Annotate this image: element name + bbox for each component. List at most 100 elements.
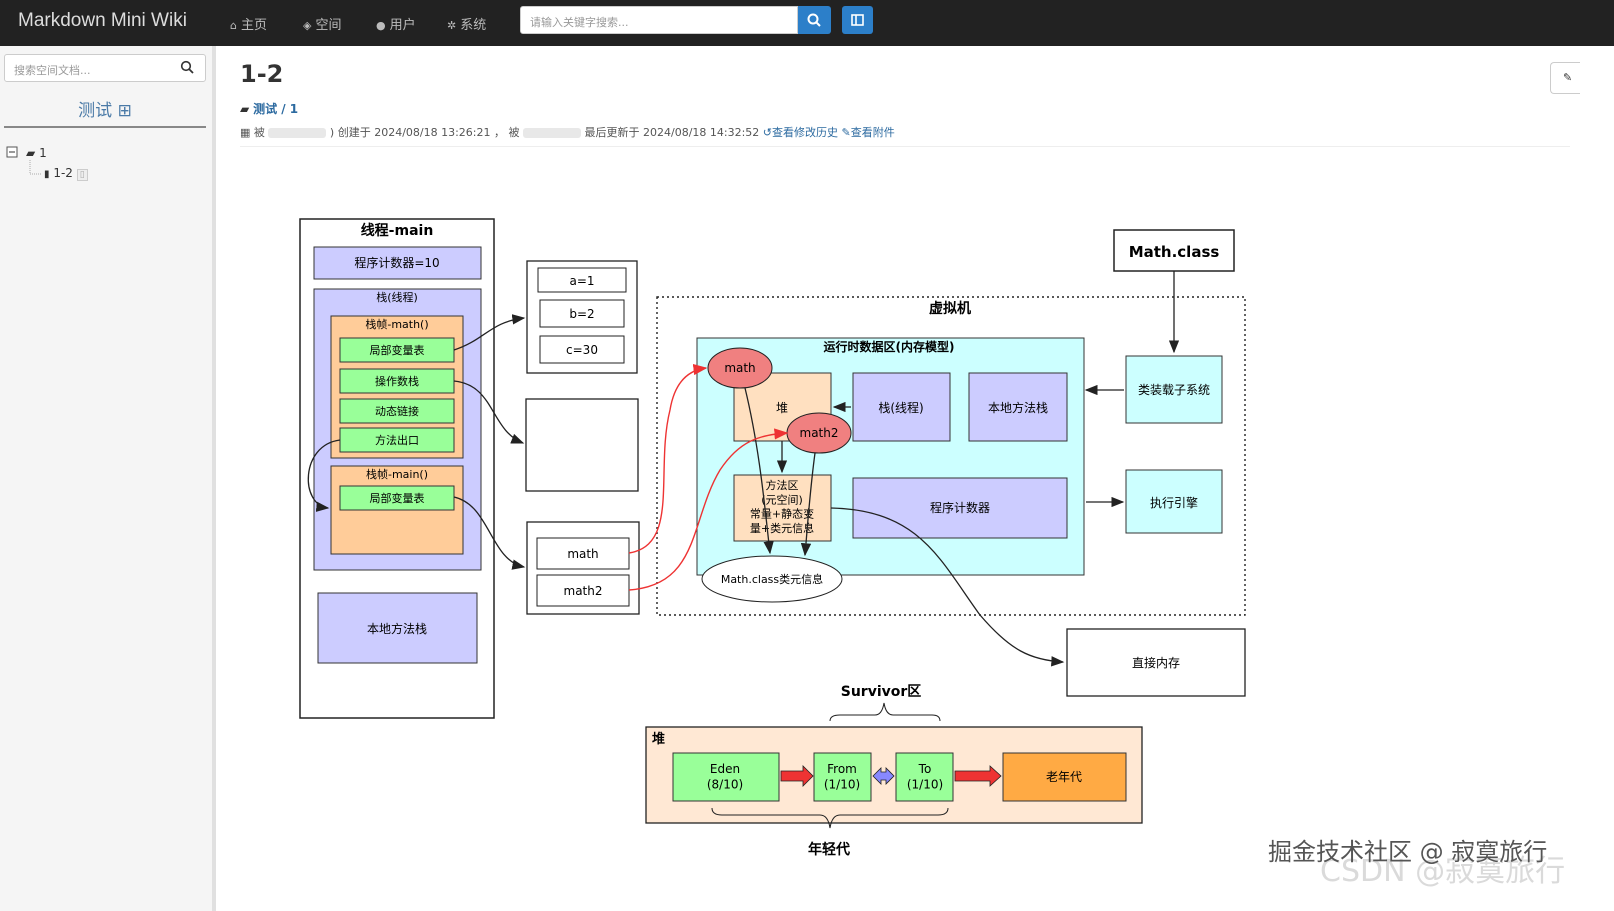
folder-icon: ▰ — [240, 102, 250, 116]
pc-box — [313, 246, 482, 280]
search-icon[interactable] — [180, 60, 194, 74]
to-box — [895, 752, 954, 802]
to-label: To(1/10) — [907, 762, 943, 792]
page-title: 1-2 — [240, 60, 284, 88]
user-icon: ● — [376, 19, 386, 32]
vm-box — [656, 296, 1246, 616]
search-button[interactable] — [798, 6, 831, 34]
operand-stack-label: 操作数栈 — [375, 374, 419, 388]
tree-node-1[interactable]: ▰ 1 — [26, 146, 47, 160]
var-a-box — [537, 267, 627, 293]
arrow-math2-to-meta — [800, 452, 816, 557]
dynamic-link-label: 动态链接 — [375, 404, 419, 418]
stack-thread-box — [852, 372, 951, 442]
native-stack-box — [968, 372, 1068, 442]
file-icon: ▮ — [44, 169, 50, 180]
attachment-link[interactable]: ✎查看附件 — [842, 126, 895, 139]
toggle-view-button[interactable] — [842, 6, 873, 34]
arrow-ref-math2 — [628, 428, 789, 591]
edit-button[interactable]: ✎ — [1550, 62, 1580, 94]
main-content: 1-2 ▰ 测试 / 1 ▦ 被 ) 创建于 2024/08/18 13:26:… — [240, 46, 1614, 911]
tree-node-label: 1 — [39, 146, 47, 160]
heap-label: 堆 — [776, 401, 788, 415]
space-title-label: 测试 — [78, 101, 113, 121]
direct-mem-label: 直接内存 — [1132, 655, 1180, 670]
attachment-link-label: 查看附件 — [850, 126, 895, 139]
doc-meta: ▦ 被 ) 创建于 2024/08/18 13:26:21 ， 被 最后更新于 … — [240, 126, 895, 139]
tree-node-1-2[interactable]: ▮ 1-2 ▯ — [44, 166, 88, 181]
app-brand[interactable]: Markdown Mini Wiki — [18, 10, 187, 31]
tree-lines — [6, 146, 42, 175]
nav-system[interactable]: ✲系统 — [447, 14, 486, 33]
history-link[interactable]: ↺查看修改历史 — [763, 126, 838, 139]
direct-mem-box — [1066, 628, 1246, 697]
cube-icon: ◈ — [303, 19, 312, 32]
gear-icon: ✲ — [447, 19, 457, 32]
history-link-label: 查看修改历史 — [772, 126, 839, 139]
breadcrumb[interactable]: ▰ 测试 / 1 — [240, 100, 298, 117]
stack-label: 栈(线程) — [376, 290, 418, 304]
eden-label: Eden(8/10) — [707, 762, 743, 792]
math-class-label: Math.class — [1129, 243, 1220, 261]
add-doc-icon[interactable]: ⊞ — [117, 101, 132, 121]
class-meta-ellipse — [701, 555, 843, 603]
nav-users[interactable]: ●用户 — [376, 14, 416, 33]
nav-users-label: 用户 — [389, 18, 416, 33]
paperclip-icon: ✎ — [841, 126, 851, 139]
var-c-label: c=30 — [566, 343, 598, 357]
class-meta-label: Math.class类元信息 — [721, 572, 823, 586]
frame-math-label: 栈帧-math() — [365, 317, 428, 331]
method-exit-box — [339, 427, 455, 453]
meta-created: 创建于 2024/08/18 13:26:21 ， — [337, 126, 505, 139]
local-vars-main-box — [339, 485, 455, 511]
trash-icon[interactable]: ▯ — [76, 169, 88, 181]
classloader-box — [1125, 355, 1223, 424]
young-brace — [711, 807, 949, 829]
editor-avatar — [523, 128, 581, 138]
dynamic-link-box — [339, 398, 455, 424]
pc2-box — [852, 477, 1068, 539]
top-navbar: Markdown Mini Wiki ⌂主页 ◈空间 ●用户 ✲系统 请输入关键… — [0, 0, 1614, 46]
meta-updated: 最后更新于 2024/08/18 14:32:52 — [584, 126, 760, 139]
nav-space[interactable]: ◈空间 — [303, 14, 341, 33]
columns-icon — [851, 14, 864, 26]
ref-math2-box — [536, 574, 630, 607]
local-vars-box — [339, 337, 455, 363]
old-gen-label: 老年代 — [1046, 770, 1082, 784]
native-stack-label: 本地方法栈 — [988, 400, 1048, 415]
obj-math-label: math — [724, 361, 755, 375]
frame-main-label: 栈帧-main() — [366, 467, 428, 481]
divider — [240, 146, 1570, 147]
author-avatar — [268, 128, 327, 138]
var-b-box — [539, 299, 625, 328]
from-label: From(1/10) — [824, 762, 860, 792]
survivor-label: Survivor区 — [841, 684, 922, 700]
search-icon — [807, 13, 821, 27]
breadcrumb-path[interactable]: 测试 / 1 — [253, 102, 299, 116]
nav-system-label: 系统 — [460, 18, 487, 33]
pc2-label: 程序计数器 — [930, 500, 990, 515]
nav-home[interactable]: ⌂主页 — [230, 14, 267, 33]
arrow-from-to-swap — [872, 767, 895, 785]
arrow-to-to-old — [954, 765, 1002, 787]
search-input[interactable]: 请输入关键字搜索... — [520, 6, 798, 34]
calendar-icon: ▦ — [240, 126, 251, 139]
local-vars-label: 局部变量表 — [370, 343, 425, 357]
old-gen-box — [1002, 752, 1127, 802]
method-area-box — [733, 474, 832, 542]
space-title[interactable]: 测试 ⊞ — [0, 96, 210, 121]
space-search-input[interactable]: 搜索空间文档... — [4, 54, 206, 82]
ref-math-box — [536, 537, 630, 570]
watermark: 掘金技术社区 @ 寂寞旅行 — [1268, 838, 1548, 866]
obj-math2-label: math2 — [800, 426, 839, 440]
eden-box — [672, 752, 780, 802]
var-b-label: b=2 — [569, 307, 594, 321]
from-box — [813, 752, 872, 802]
classloader-label: 类装载子系统 — [1138, 383, 1210, 397]
pc-label: 程序计数器=10 — [354, 255, 439, 270]
thread-main-title: 线程-main — [361, 222, 434, 239]
arrow-exit-to-main — [307, 439, 341, 512]
math-class-box — [1113, 229, 1235, 272]
meta-by2: 被 — [508, 126, 520, 139]
exec-engine-box — [1125, 469, 1223, 534]
